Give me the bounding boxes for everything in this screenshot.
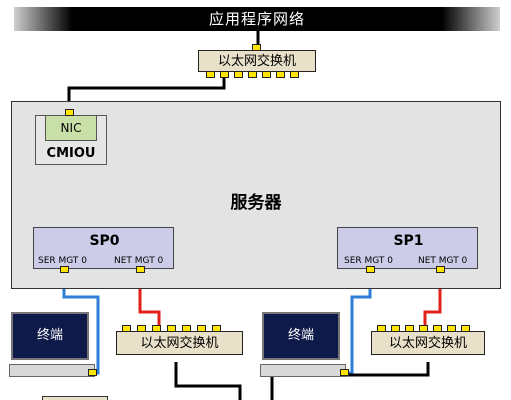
sp0-net-port	[136, 266, 145, 273]
partial-device	[42, 396, 108, 400]
sp1-title: SP1	[393, 233, 424, 249]
sp0-title: SP0	[89, 233, 120, 249]
switch-port	[290, 71, 299, 78]
left-terminal-base	[9, 364, 95, 377]
sp1-ser-port	[366, 266, 375, 273]
right-switch-label: 以太网交换机	[388, 336, 467, 351]
cmiou-label: CMIOU	[46, 146, 96, 161]
left-terminal-label: 终端	[36, 328, 63, 343]
server-label: 服务器	[230, 193, 282, 213]
switch-port	[248, 71, 257, 78]
left-terminal-port	[88, 369, 97, 376]
left-switch-label: 以太网交换机	[140, 336, 219, 351]
right-terminal-label: 终端	[287, 328, 314, 343]
sp0-ser-port-label: SER MGT 0	[38, 256, 88, 266]
nic-label: NIC	[60, 121, 82, 135]
top-ethernet-switch: 以太网交换机	[198, 44, 316, 78]
net-cable-left	[138, 270, 161, 326]
switch-port	[220, 71, 229, 78]
switch-body: 以太网交换机	[371, 331, 485, 355]
network-cable-left-switch	[174, 362, 242, 400]
sp0-box: SP0 SER MGT 0 NET MGT 0	[33, 227, 174, 269]
top-switch-label: 以太网交换机	[217, 54, 296, 69]
sp1-net-port-label: NET MGT 0	[418, 256, 468, 266]
sp1-net-port	[436, 266, 445, 273]
network-cable-right-switch	[270, 362, 430, 400]
application-network-banner: 应用程序网络	[14, 7, 500, 31]
network-cable-nic	[67, 77, 226, 112]
sp0-net-port-label: NET MGT 0	[114, 256, 164, 266]
application-network-label: 应用程序网络	[208, 10, 305, 28]
nic-box: NIC	[45, 115, 97, 141]
left-terminal: 终端	[9, 312, 101, 380]
sp1-box: SP1 SER MGT 0 NET MGT 0	[337, 227, 478, 269]
right-ethernet-switch: 以太网交换机	[371, 325, 485, 359]
right-terminal-base	[260, 364, 346, 377]
net-cable-right	[423, 270, 442, 326]
sp1-ser-port-label: SER MGT 0	[344, 256, 394, 266]
switch-port	[234, 71, 243, 78]
switch-port	[206, 71, 215, 78]
right-terminal: 终端	[260, 312, 352, 380]
right-terminal-port	[340, 369, 349, 376]
sp0-ser-port	[60, 266, 69, 273]
switch-body: 以太网交换机	[116, 331, 243, 355]
nic-port	[65, 109, 74, 116]
switch-port	[262, 71, 271, 78]
left-terminal-screen: 终端	[11, 312, 89, 360]
switch-port	[276, 71, 285, 78]
left-ethernet-switch: 以太网交换机	[116, 325, 243, 359]
right-terminal-screen: 终端	[262, 312, 340, 360]
switch-body: 以太网交换机	[198, 50, 316, 72]
